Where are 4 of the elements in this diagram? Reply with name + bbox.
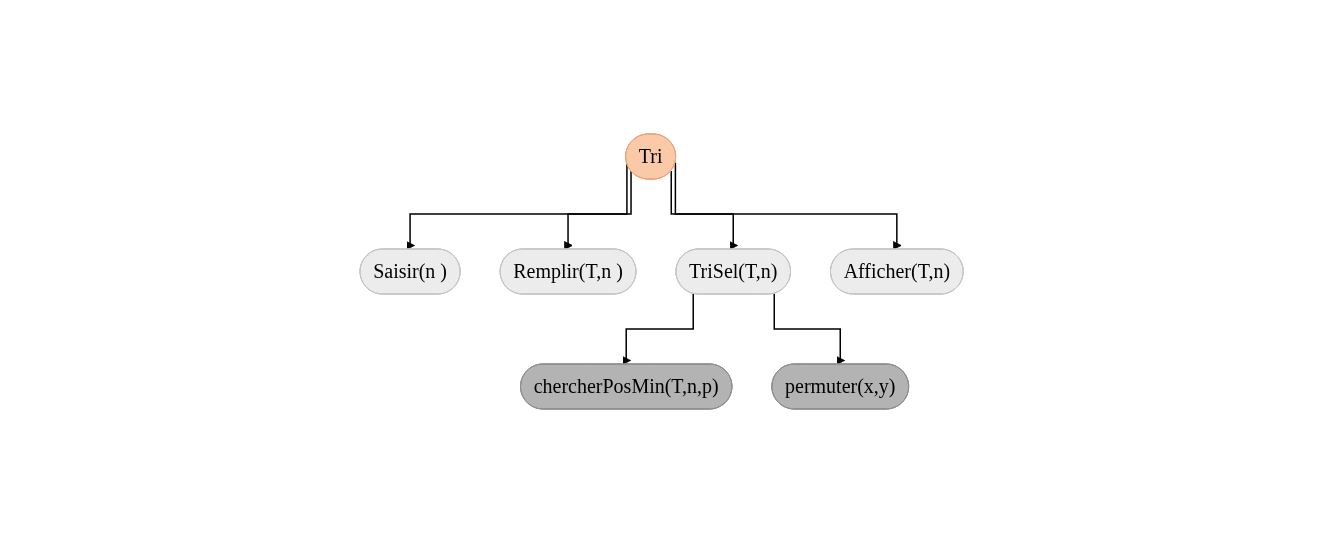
arrow <box>622 292 694 365</box>
arrow <box>674 161 902 250</box>
arrow <box>773 292 845 365</box>
arrow <box>670 169 738 250</box>
